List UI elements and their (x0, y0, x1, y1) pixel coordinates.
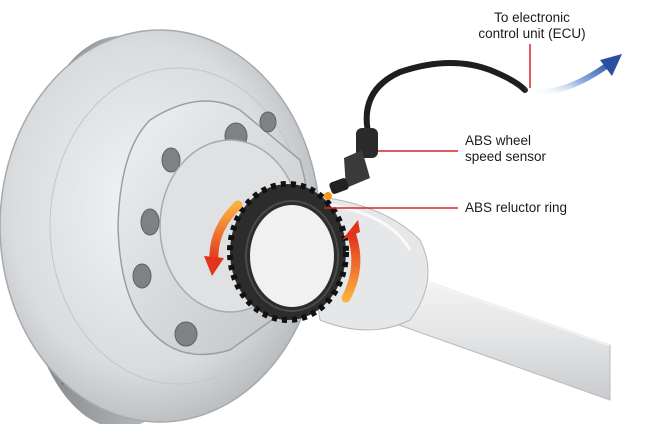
leader-lines (324, 44, 531, 209)
speed-sensor-label-line2: speed sensor (465, 149, 547, 164)
speed-sensor-label: ABS wheel speed sensor (465, 133, 546, 165)
speed-sensor-label-line1: ABS wheel (465, 133, 532, 148)
rotation-arrows (204, 200, 361, 303)
signal-arrow-icon (600, 54, 622, 76)
ecu-label-line1: To electronic (494, 10, 570, 25)
ecu-label: To electronic control unit (ECU) (474, 10, 590, 42)
sensor-cable (363, 54, 622, 135)
reluctor-ring-label: ABS reluctor ring (465, 200, 567, 216)
reluctor-ring-label-text: ABS reluctor ring (465, 200, 568, 215)
lug-holes (132, 111, 277, 347)
ecu-label-line2: control unit (ECU) (478, 26, 586, 41)
reluctor-ring (227, 181, 349, 323)
wheel-speed-sensor (324, 128, 378, 200)
